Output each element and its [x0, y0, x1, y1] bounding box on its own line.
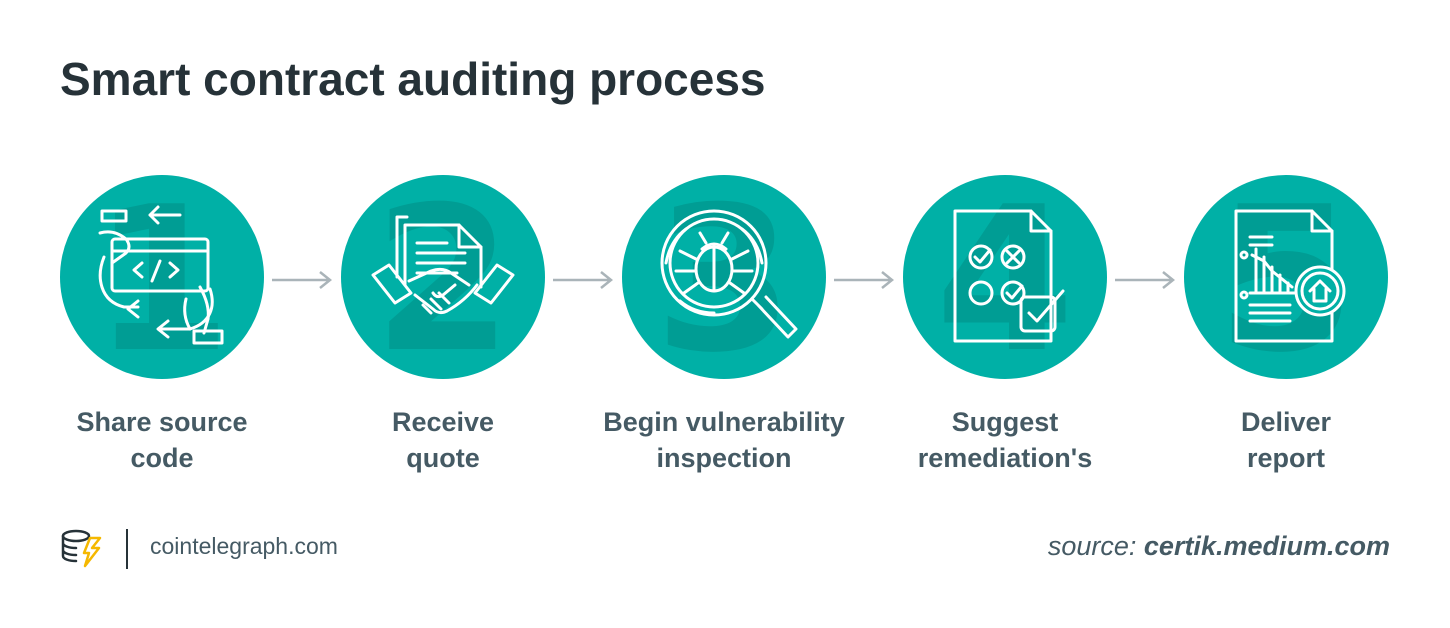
source-name: certik.medium.com	[1143, 531, 1390, 561]
step-3-label: Begin vulnerability inspection	[603, 407, 845, 473]
code-sharing-icon	[98, 205, 224, 345]
step-2-circle: 2	[341, 175, 545, 379]
report-upload-icon	[1234, 209, 1346, 343]
checklist-icon	[953, 209, 1065, 343]
step-4-circle: 4	[903, 175, 1107, 379]
footer-divider	[126, 529, 128, 569]
step-4-label: Suggest remediation's	[917, 407, 1093, 473]
handshake-icon	[371, 215, 515, 315]
source-prefix: source:	[1047, 531, 1137, 561]
arrow-1-icon	[272, 271, 333, 289]
brand-site: cointelegraph.com	[150, 533, 338, 559]
step-1-circle: 1	[60, 175, 264, 379]
step-1-label: Share source code	[76, 407, 248, 473]
arrow-4-icon	[1115, 271, 1176, 289]
step-3-circle: 3	[622, 175, 826, 379]
arrow-2-icon	[553, 271, 614, 289]
source-credit: source: certik.medium.com	[1048, 531, 1390, 562]
bug-magnifier-icon	[660, 209, 798, 339]
page-title: Smart contract auditing process	[60, 53, 766, 105]
cointelegraph-logo-icon	[61, 529, 102, 568]
step-2-number: 2	[373, 175, 513, 380]
arrow-3-icon	[834, 271, 895, 289]
step-5-label: Deliver report	[1240, 407, 1332, 473]
step-2-label: Receive quote	[391, 407, 495, 473]
step-5-circle: 5	[1184, 175, 1388, 379]
step-3-number: 3	[654, 175, 794, 380]
